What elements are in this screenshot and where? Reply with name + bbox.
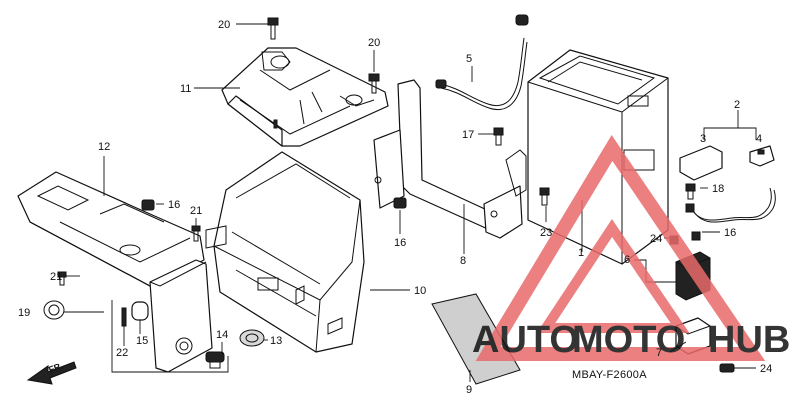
diagram-code: MBAY-F2600A [572,369,647,381]
bolt-23-part [539,187,550,206]
callout-6: 6 [624,254,630,266]
watermark-text-moto: MOTO [572,319,685,361]
front-arrow-label: FR. [47,361,64,375]
cable-2-part [685,187,776,223]
battery-box-part [205,151,365,353]
watermark-triangle [475,135,766,361]
callout-19: 19 [18,307,30,319]
callout-20b: 20 [368,37,380,49]
cable-part [435,14,529,110]
callout-16c: 16 [724,227,736,239]
clip-24-part [719,363,735,373]
bolt-17-part [493,127,504,146]
callout-8: 8 [460,255,466,267]
bracket-part [373,79,527,239]
bolt-20-part [267,17,279,40]
callout-21b: 21 [50,271,62,283]
callout-11: 11 [180,83,191,95]
callout-9: 9 [466,384,472,396]
battery-cover-part [221,47,389,147]
side-tray-part [17,171,205,287]
terminal-cover-4-part [749,145,775,167]
callout-10: 10 [414,285,426,297]
callout-14: 14 [216,329,228,341]
rubber-19-part [43,300,65,320]
clip-16-part-middle [393,197,407,209]
watermark: AUTO MOTO HUB [472,135,790,361]
pin-22-part [121,307,127,327]
callout-12: 12 [98,141,110,153]
callout-24a: 24 [650,233,662,245]
rubber-sheet-9-part [431,293,521,385]
callout-21a: 21 [190,205,202,217]
callout-1: 1 [578,247,584,259]
watermark-text-auto: AUTO [472,319,579,361]
cushion-13-part [239,329,265,347]
callout-5: 5 [466,53,472,65]
callout-numbers: 20 20 11 5 12 16 21 17 2 3 4 18 16 16 24… [18,19,772,396]
bolt-21-part [57,271,67,286]
callout-7: 7 [656,347,662,359]
clip-16-part [141,199,155,211]
callout-22: 22 [116,347,128,359]
bolt-20-part-right [368,73,380,94]
callout-18: 18 [712,183,724,195]
grommet-14-part [205,351,225,369]
callout-16b: 16 [394,237,406,249]
terminal-cover-3-part [679,145,723,181]
callout-24b: 24 [760,363,772,375]
callout-3: 3 [700,133,706,145]
callout-23: 23 [540,227,552,239]
callout-20a: 20 [218,19,230,31]
callout-2: 2 [734,99,740,111]
front-arrow: FR. [26,361,77,385]
callout-4: 4 [756,133,762,145]
callout-13: 13 [270,335,282,347]
callout-16a: 16 [168,199,180,211]
callout-15: 15 [136,335,148,347]
watermark-inner-triangle [536,219,690,333]
bolt-18-part [685,183,696,200]
clamp-plate-part [149,259,213,373]
watermark-text-hub: HUB [708,319,790,361]
nut-15-part [131,301,149,321]
callout-17: 17 [462,129,474,141]
